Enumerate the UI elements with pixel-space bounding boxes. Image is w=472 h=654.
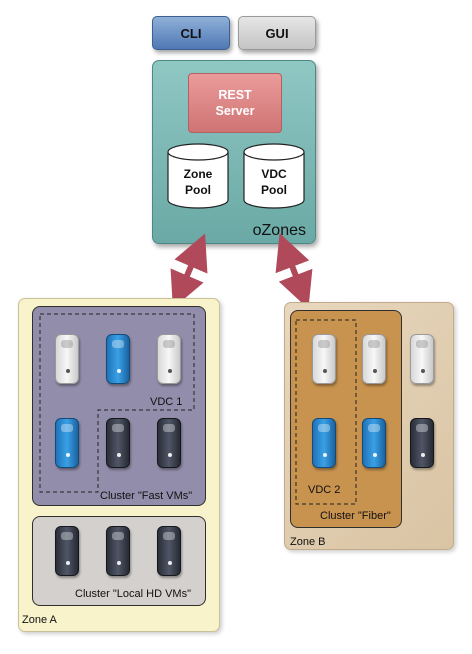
vdc-2-outline	[295, 319, 357, 505]
vdc-pool-line2: Pool	[261, 183, 287, 197]
pools-group: Zone Pool VDC Pool	[167, 143, 305, 209]
dark-server-icon	[157, 418, 181, 468]
rest-server-box: REST Server	[188, 73, 282, 133]
blue-server-icon	[55, 418, 79, 468]
dark-server-icon	[106, 526, 130, 576]
silver-server-icon	[410, 334, 434, 384]
arrow-ozones-zone-b	[275, 233, 313, 309]
silver-server-icon	[157, 334, 181, 384]
vdc-pool-cylinder: VDC Pool	[243, 143, 305, 209]
zone-pool-line1: Zone	[184, 167, 213, 181]
dark-server-icon	[55, 526, 79, 576]
silver-server-icon	[312, 334, 336, 384]
dark-server-icon	[106, 418, 130, 468]
vdc-pool-line1: VDC	[261, 167, 287, 181]
cli-button[interactable]: CLI	[152, 16, 230, 50]
silver-server-icon	[362, 334, 386, 384]
vdc-1-label: VDC 1	[150, 396, 183, 408]
zone-pool-cylinder: Zone Pool	[167, 143, 229, 209]
silver-server-icon	[55, 334, 79, 384]
zone-pool-line2: Pool	[185, 183, 211, 197]
zone-b-label: Zone B	[290, 536, 326, 548]
blue-server-icon	[106, 334, 130, 384]
dark-server-icon	[157, 526, 181, 576]
blue-server-icon	[362, 418, 386, 468]
gui-button[interactable]: GUI	[238, 16, 316, 50]
cluster-local-hd-vms-label: Cluster "Local HD VMs"	[75, 588, 192, 600]
arrow-ozones-zone-a	[170, 233, 208, 309]
dark-server-icon	[410, 418, 434, 468]
vdc-2-label: VDC 2	[308, 484, 341, 496]
cluster-fast-vms-label: Cluster "Fast VMs"	[100, 490, 193, 502]
cluster-fiber-label: Cluster "Fiber"	[320, 510, 391, 522]
zone-a-label: Zone A	[22, 614, 57, 626]
blue-server-icon	[312, 418, 336, 468]
